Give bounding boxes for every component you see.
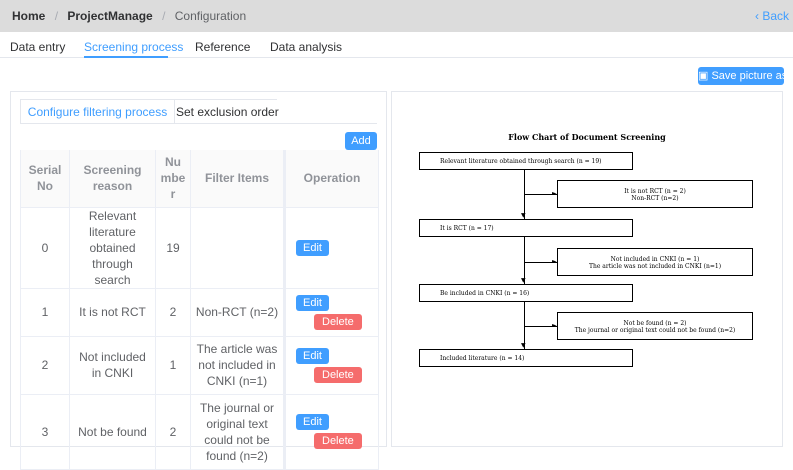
inner-tabs-divider (20, 123, 377, 124)
cell-filter (190, 207, 285, 289)
edit-button[interactable]: Edit (296, 347, 329, 364)
flowchart-side-box: Not included in CNKI (n = 1) The article… (557, 248, 753, 276)
flowchart-title: Flow Chart of Document Screening (508, 132, 666, 142)
cell-filter: The journal or original text could not b… (190, 394, 285, 470)
cell-filter: The article was not included in CNKI (n=… (190, 336, 285, 395)
save-picture-button[interactable]: ▣ Save picture as (698, 67, 788, 85)
flowchart-connector (524, 302, 525, 349)
breadcrumb-home[interactable]: Home (12, 9, 46, 23)
table-header-row: Serial No Screening reason Number Filter… (20, 150, 379, 208)
breadcrumb-current: Configuration (174, 9, 247, 23)
table-row: 3 Not be found 2 The journal or original… (20, 394, 379, 470)
edit-button[interactable]: Edit (296, 294, 329, 311)
cell-reason: It is not RCT (69, 288, 156, 337)
tab-data-analysis[interactable]: Data analysis (270, 40, 343, 54)
cell-serial: 0 (20, 207, 70, 289)
back-label: Back (762, 9, 789, 23)
cell-operation: Edit Delete (283, 394, 379, 470)
delete-button[interactable]: Delete (314, 433, 362, 449)
arrow-down-icon: ▼ (521, 342, 526, 349)
breadcrumb: Home / ProjectManage / Configuration (12, 9, 246, 23)
cell-operation: Edit Delete (283, 288, 379, 337)
config-panel: Configure filtering process Set exclusio… (10, 91, 387, 470)
cell-serial: 2 (20, 336, 70, 395)
cell-reason: Not included in CNKI (69, 336, 156, 395)
breadcrumb-project[interactable]: ProjectManage (67, 9, 153, 23)
flowchart-side-box: It is not RCT (n = 2) Non-RCT (n=2) (557, 180, 753, 208)
active-tab-indicator (84, 56, 168, 58)
tab-set-exclusion-order[interactable]: Set exclusion order (176, 100, 279, 124)
cell-filter: Non-RCT (n=2) (190, 288, 285, 337)
flowchart-connector (524, 326, 557, 327)
cell-number: 2 (155, 394, 191, 470)
main-tabs: Data entry Screening process Reference D… (0, 32, 793, 58)
flowchart-main-box: Relevant literature obtained through sea… (419, 152, 633, 170)
delete-button[interactable]: Delete (314, 366, 362, 383)
inner-tabs: Configure filtering process Set exclusio… (20, 99, 279, 124)
cell-operation: Edit (283, 207, 379, 289)
flowchart-main-box: It is RCT (n = 17) (419, 219, 633, 237)
screening-table: Serial No Screening reason Number Filter… (20, 150, 379, 470)
cell-reason: Not be found (69, 394, 156, 470)
table-row: 1 It is not RCT 2 Non-RCT (n=2) Edit Del… (20, 288, 379, 337)
header-screening-reason: Screening reason (69, 150, 156, 208)
image-icon: ▣ (698, 70, 709, 82)
cell-serial: 1 (20, 288, 70, 337)
flowchart-main-box: Included literature (n = 14) (419, 349, 633, 367)
cell-number: 2 (155, 288, 191, 337)
flowchart-connector (524, 262, 557, 263)
cell-number: 19 (155, 207, 191, 289)
flowchart-panel: Flow Chart of Document Screening Relevan… (391, 91, 783, 447)
arrow-down-icon: ▼ (521, 212, 526, 219)
arrow-down-icon: ▼ (521, 277, 526, 284)
cell-serial: 3 (20, 394, 70, 470)
back-button[interactable]: ‹ Back (755, 9, 789, 23)
tab-screening-process[interactable]: Screening process (84, 40, 184, 54)
tab-data-entry[interactable]: Data entry (10, 40, 66, 54)
chevron-left-icon: ‹ (754, 9, 759, 23)
arrow-right-icon: ► (552, 190, 557, 197)
flowchart-side-box: Not be found (n = 2) The journal or orig… (557, 312, 753, 340)
tab-configure-filtering-process[interactable]: Configure filtering process (21, 100, 175, 124)
arrow-right-icon: ► (552, 258, 557, 265)
table-row: 2 Not included in CNKI 1 The article was… (20, 336, 379, 395)
header-operation: Operation (283, 150, 379, 208)
flowchart-main-box: Be included in CNKI (n = 16) (419, 284, 633, 302)
delete-button[interactable]: Delete (314, 313, 362, 330)
breadcrumb-separator: / (162, 9, 166, 23)
top-bar: Home / ProjectManage / Configuration ‹ B… (0, 0, 793, 32)
cell-reason: Relevant literature obtained through sea… (69, 207, 156, 289)
arrow-right-icon: ► (552, 322, 557, 329)
edit-button[interactable]: Edit (296, 414, 329, 430)
breadcrumb-separator: / (54, 9, 59, 23)
save-picture-label: Save picture as (711, 70, 788, 82)
flowchart-connector (524, 194, 557, 195)
header-number: Number (155, 150, 191, 208)
table-row: 0 Relevant literature obtained through s… (20, 207, 379, 289)
cell-operation: Edit Delete (283, 336, 379, 395)
tab-reference[interactable]: Reference (195, 40, 251, 54)
edit-button[interactable]: Edit (296, 240, 329, 256)
header-serial-no: Serial No (20, 150, 70, 208)
add-button[interactable]: Add (345, 132, 377, 150)
flowchart-connector (524, 237, 525, 284)
header-filter-items: Filter Items (190, 150, 285, 208)
cell-number: 1 (155, 336, 191, 395)
